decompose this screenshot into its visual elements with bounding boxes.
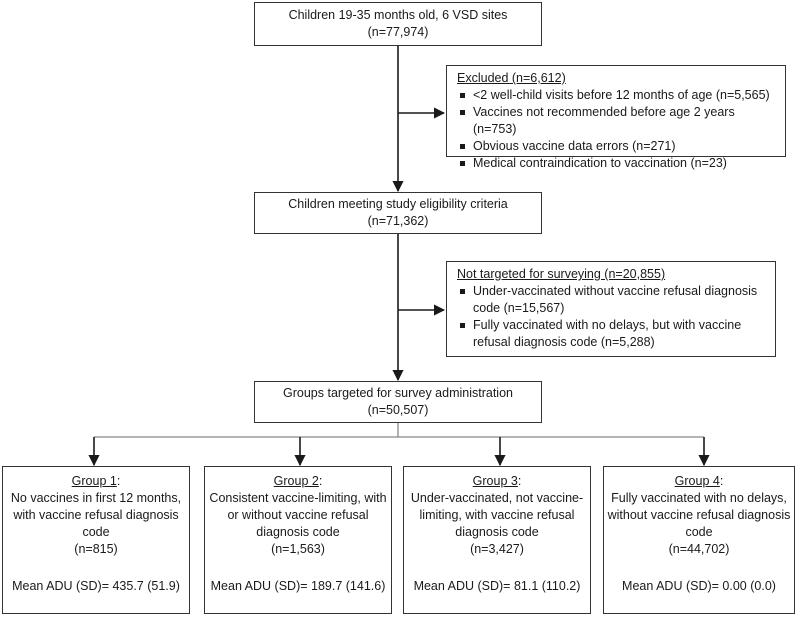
box-group-2: Group 2: Consistent vaccine-limiting, wi…: [204, 466, 392, 614]
box-all-children-title: Children 19-35 months old, 6 VSD sites: [288, 8, 508, 22]
group-1-description: No vaccines in first 12 months, with vac…: [10, 491, 182, 539]
not-targeted-item: Under-vaccinated without vaccine refusal…: [457, 283, 767, 317]
group-3-mean: Mean ADU (SD)= 81.1 (110.2): [413, 579, 581, 593]
excluded-item: Obvious vaccine data errors (n=271): [457, 138, 777, 155]
group-3-title: Group 3: [472, 474, 518, 488]
group-4-description: Fully vaccinated with no delays, without…: [607, 491, 791, 539]
not-targeted-header: Not targeted for surveying (n=20,855): [457, 267, 666, 281]
group-2-description: Consistent vaccine-limiting, with or wit…: [209, 491, 387, 539]
excluded-list: <2 well-child visits before 12 months of…: [457, 87, 777, 172]
group-4-title: Group 4: [674, 474, 720, 488]
group-1-title: Group 1: [71, 474, 117, 488]
group-4-count: (n=44,702): [668, 542, 730, 556]
excluded-item: Vaccines not recommended before age 2 ye…: [457, 104, 777, 138]
box-all-children-count: (n=77,974): [367, 25, 429, 39]
box-eligible: Children meeting study eligibility crite…: [254, 192, 542, 234]
group-4-mean: Mean ADU (SD)= 0.00 (0.0): [622, 579, 776, 593]
group-2-count: (n=1,563): [271, 542, 325, 556]
box-group-4: Group 4: Fully vaccinated with no delays…: [603, 466, 795, 614]
box-all-children: Children 19-35 months old, 6 VSD sites (…: [254, 2, 542, 46]
box-group-3: Group 3: Under-vaccinated, not vaccine-l…: [403, 466, 591, 614]
group-2-mean: Mean ADU (SD)= 189.7 (141.6): [210, 579, 386, 593]
excluded-item: <2 well-child visits before 12 months of…: [457, 87, 777, 104]
box-targeted-title: Groups targeted for survey administratio…: [283, 386, 513, 400]
group-3-count: (n=3,427): [470, 542, 524, 556]
group-2-title: Group 2: [273, 474, 319, 488]
box-targeted-count: (n=50,507): [367, 403, 429, 417]
box-excluded: Excluded (n=6,612) <2 well-child visits …: [446, 65, 786, 170]
box-not-targeted: Not targeted for surveying (n=20,855) Un…: [446, 261, 776, 357]
not-targeted-item: Fully vaccinated with no delays, but wit…: [457, 317, 767, 351]
box-targeted: Groups targeted for survey administratio…: [254, 381, 542, 423]
box-eligible-title: Children meeting study eligibility crite…: [288, 197, 508, 211]
group-1-mean: Mean ADU (SD)= 435.7 (51.9): [12, 579, 180, 593]
box-eligible-count: (n=71,362): [367, 214, 429, 228]
group-3-description: Under-vaccinated, not vaccine-limiting, …: [410, 491, 584, 539]
excluded-header: Excluded (n=6,612): [457, 71, 566, 85]
box-group-1: Group 1: No vaccines in first 12 months,…: [2, 466, 190, 614]
excluded-item: Medical contraindication to vaccination …: [457, 155, 777, 172]
group-1-count: (n=815): [74, 542, 118, 556]
not-targeted-list: Under-vaccinated without vaccine refusal…: [457, 283, 767, 351]
